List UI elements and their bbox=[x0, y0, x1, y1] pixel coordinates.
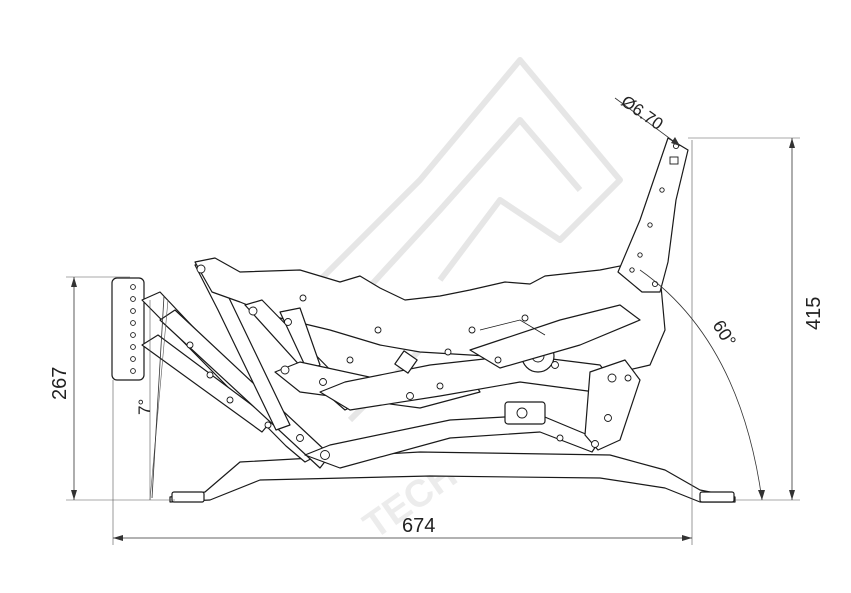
square-block bbox=[394, 350, 418, 374]
recliner-mechanism bbox=[111, 137, 736, 503]
rear-foot bbox=[699, 491, 735, 503]
back-angle-label: 60° bbox=[709, 317, 740, 351]
diameter-label: Ø6.70 bbox=[618, 92, 667, 134]
back-bracket bbox=[617, 137, 689, 293]
foot-angle-arc bbox=[151, 295, 165, 499]
seat-height-label: 267 bbox=[49, 367, 71, 400]
diameter-leader bbox=[614, 97, 681, 147]
pivot-holes bbox=[186, 264, 632, 460]
front-foot bbox=[171, 491, 205, 503]
rear-link-2 bbox=[469, 304, 641, 369]
middle-link-4 bbox=[319, 354, 613, 411]
back-angle-arc bbox=[639, 269, 763, 501]
foot-angle-label: 7° bbox=[135, 399, 154, 415]
height-label: 415 bbox=[803, 297, 825, 330]
width-label: 674 bbox=[402, 515, 435, 537]
dimension-lines bbox=[66, 97, 800, 545]
footrest-pad bbox=[111, 277, 145, 381]
rear-rail bbox=[479, 319, 546, 336]
footrest-holes bbox=[130, 284, 136, 374]
rear-link-1 bbox=[584, 359, 641, 451]
